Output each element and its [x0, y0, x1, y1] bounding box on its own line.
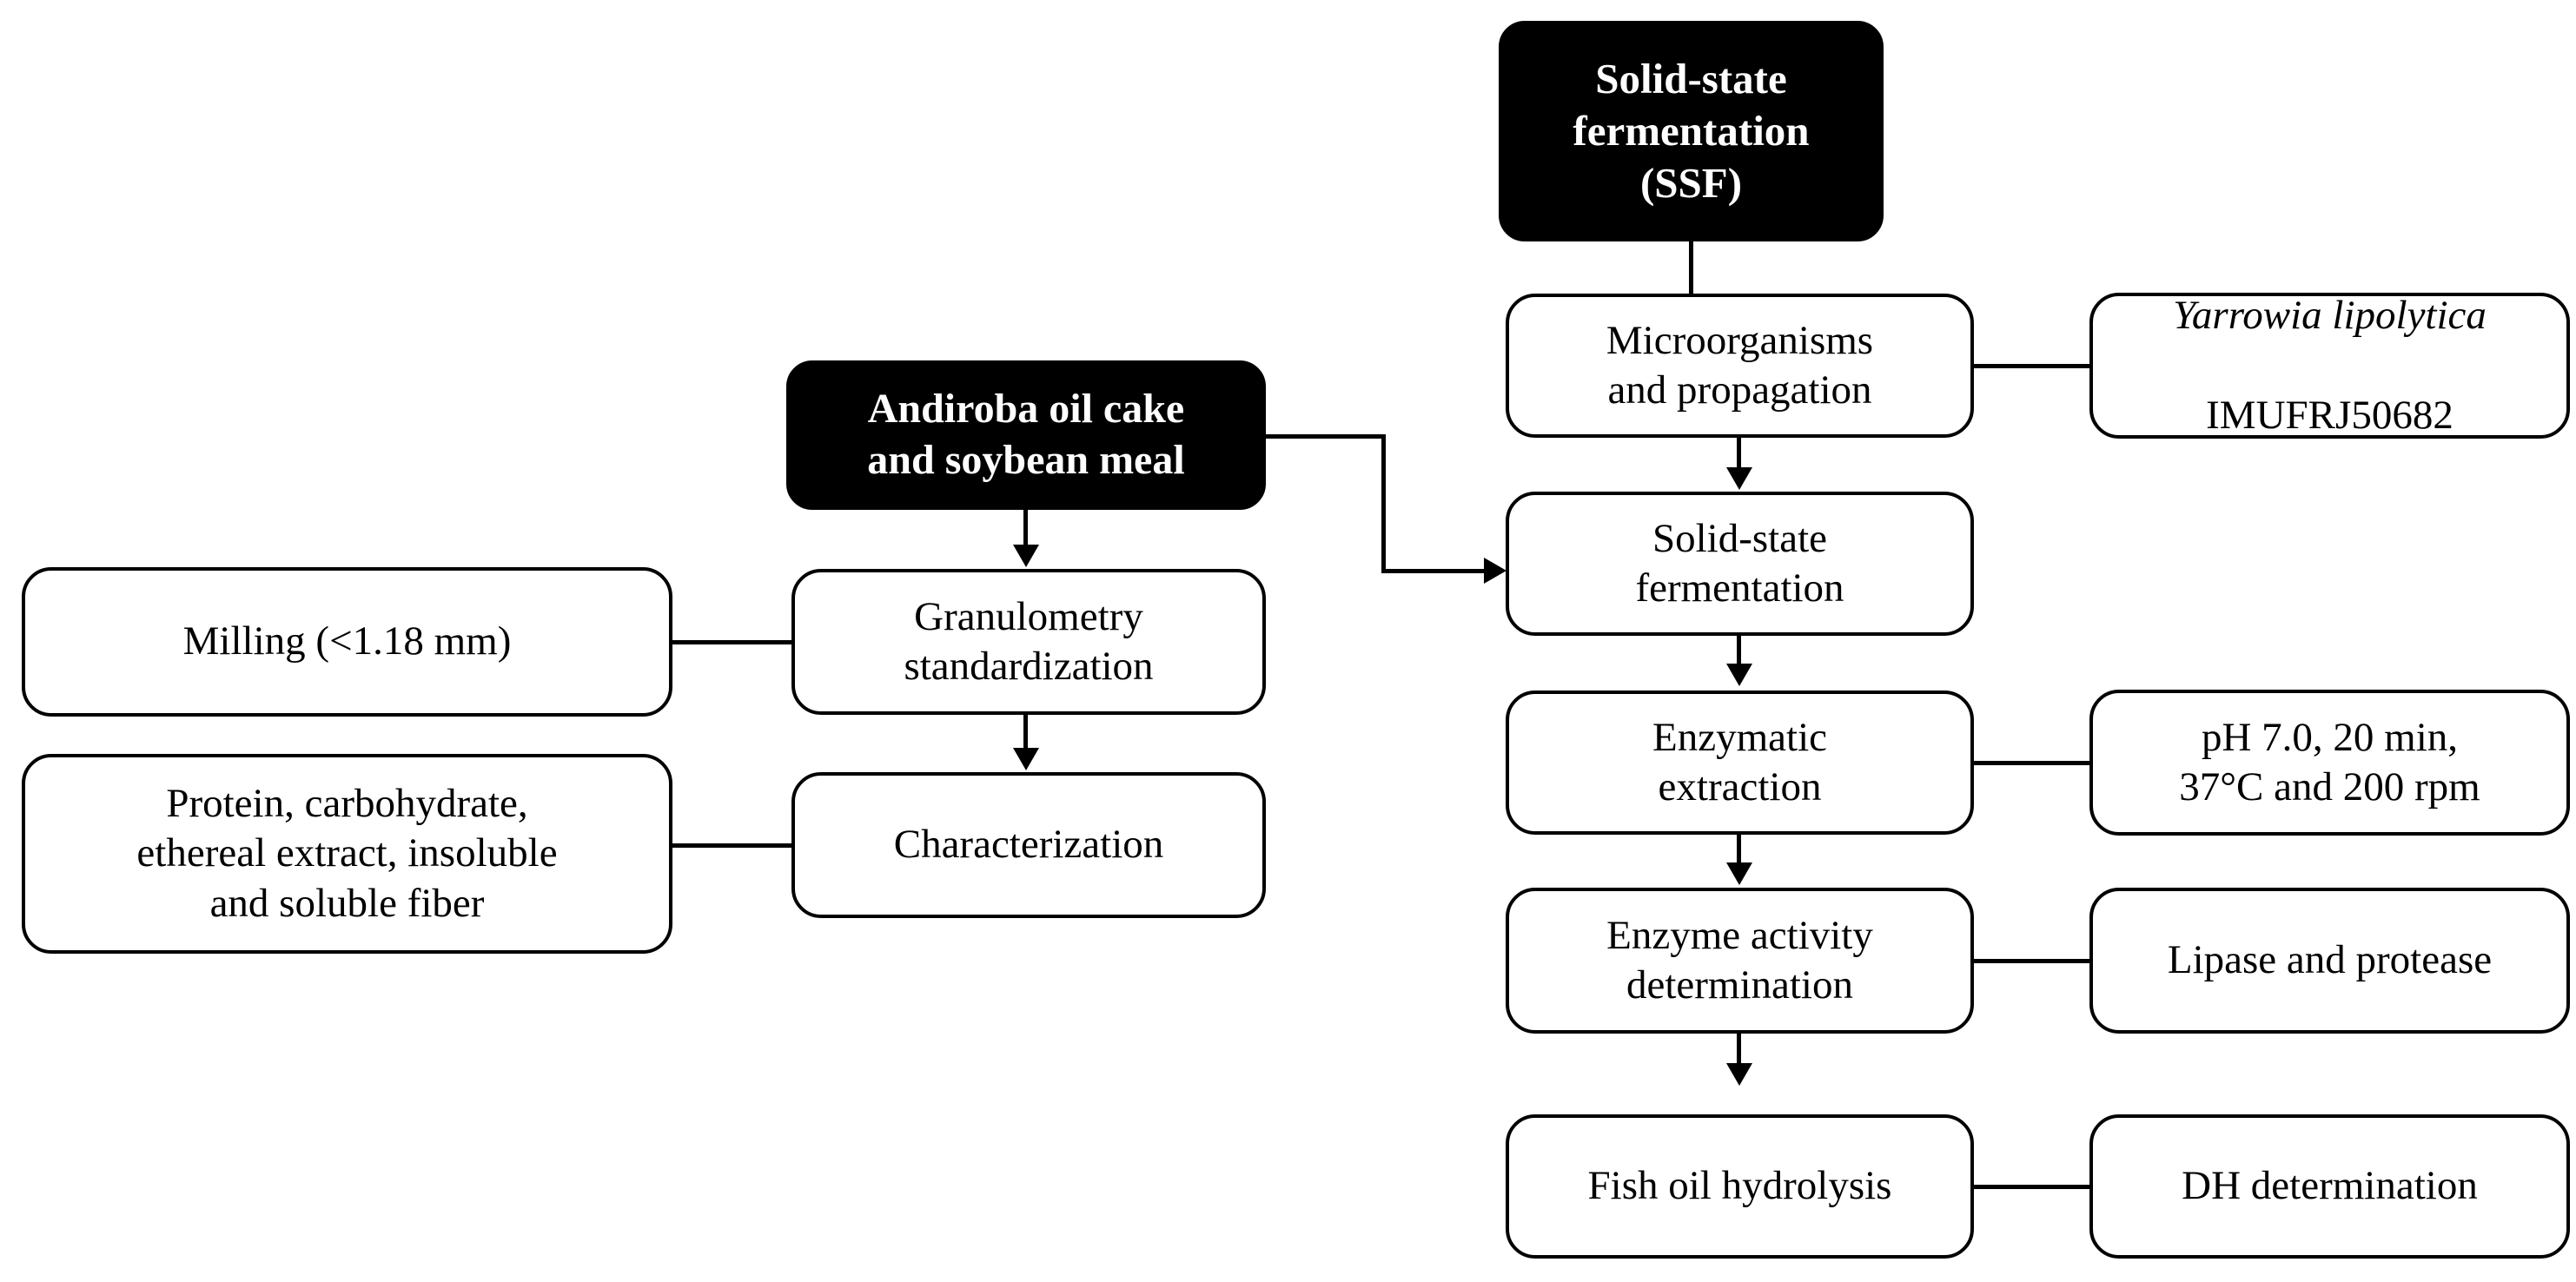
edge-extraction-to-activity-arrowhead — [1726, 862, 1752, 885]
edge-ssf-to-extraction-arrowhead — [1726, 664, 1752, 686]
node-granulometry[interactable]: Granulometry standardization — [791, 569, 1266, 715]
edge-activity-to-hydrolysis-line — [1737, 1034, 1741, 1065]
edge-microorganisms-to-ssf-arrowhead — [1726, 467, 1752, 490]
edge-ssf-header-to-microorganisms — [1689, 241, 1693, 295]
node-enzymatic-extraction[interactable]: Enzymatic extraction — [1506, 691, 1974, 835]
node-solid-state-fermentation[interactable]: Solid-state fermentation — [1506, 492, 1974, 636]
edge-hydrolysis-to-dh — [1974, 1185, 2091, 1189]
edge-raw-to-ssf-segment3 — [1381, 569, 1487, 573]
edge-activity-to-enzymes — [1974, 959, 2091, 963]
edge-extraction-to-conditions — [1974, 761, 2091, 765]
node-enzyme-activity[interactable]: Enzyme activity determination — [1506, 888, 1974, 1034]
node-dh-determination[interactable]: DH determination — [2089, 1114, 2570, 1259]
edge-activity-to-hydrolysis-arrowhead — [1726, 1063, 1752, 1086]
edge-raw-to-granulometry-arrowhead — [1013, 545, 1039, 567]
edge-milling-to-granulometry — [671, 640, 793, 644]
node-raw-material[interactable]: Andiroba oil cake and soybean meal — [786, 360, 1266, 510]
edge-microorganisms-to-strain — [1974, 364, 2091, 368]
edge-microorganisms-to-ssf-line — [1737, 438, 1741, 469]
node-milling[interactable]: Milling (<1.18 mm) — [22, 567, 672, 717]
node-microorganisms[interactable]: Microorganisms and propagation — [1506, 294, 1974, 438]
node-strain[interactable]: Yarrowia lipolytica IMUFRJ50682 — [2089, 293, 2570, 439]
edge-granulometry-to-characterization-line — [1023, 715, 1028, 750]
node-fish-oil-hydrolysis[interactable]: Fish oil hydrolysis — [1506, 1114, 1974, 1259]
edge-ssf-to-extraction-line — [1737, 636, 1741, 665]
edge-raw-to-granulometry-line — [1023, 510, 1028, 546]
node-strain-code: IMUFRJ50682 — [2206, 392, 2453, 438]
edge-raw-to-ssf-arrowhead — [1484, 558, 1507, 584]
node-composition[interactable]: Protein, carbohydrate, ethereal extract,… — [22, 754, 672, 954]
node-characterization[interactable]: Characterization — [791, 772, 1266, 918]
edge-raw-to-ssf-segment1 — [1264, 434, 1386, 439]
edge-granulometry-to-characterization-arrowhead — [1013, 748, 1039, 770]
node-extraction-conditions[interactable]: pH 7.0, 20 min, 37°C and 200 rpm — [2089, 690, 2570, 836]
edge-extraction-to-activity-line — [1737, 835, 1741, 864]
node-strain-species: Yarrowia lipolytica — [2173, 293, 2487, 339]
node-enzymes[interactable]: Lipase and protease — [2089, 888, 2570, 1034]
edge-raw-to-ssf-segment2 — [1381, 434, 1386, 572]
node-ssf-header[interactable]: Solid-state fermentation (SSF) — [1499, 21, 1884, 241]
edge-composition-to-characterization — [671, 843, 793, 848]
